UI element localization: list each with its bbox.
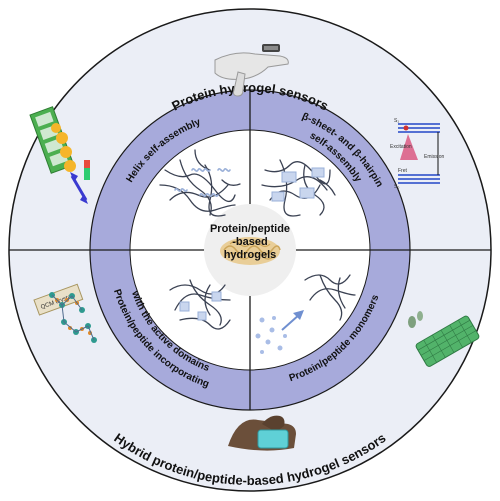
active-domain-network <box>169 279 231 330</box>
energy-fret: Fret <box>398 168 408 174</box>
qcm-illustration: QCM crystal <box>33 283 97 343</box>
green-sensor-illustration <box>408 311 480 367</box>
helix-network <box>159 149 241 217</box>
hydrogel-blob <box>220 237 281 265</box>
assembly-arrow-head <box>293 310 304 320</box>
beta-sheet-network <box>261 159 336 217</box>
center-label: Protein/peptide -based hydrogels <box>190 223 310 262</box>
energy-s1: S₁ <box>394 118 399 124</box>
energy-s0: S₀ <box>394 184 399 190</box>
energy-diagram: S₁ S₀ Excitation Emission Fret <box>390 118 445 190</box>
monomer-network <box>255 274 356 354</box>
hand-sensor-illustration <box>214 44 289 97</box>
arm-sensor-illustration <box>228 415 296 451</box>
energy-excitation: Excitation <box>390 144 412 150</box>
sensor-array-illustration <box>29 106 90 204</box>
center-label-line3: hydrogels <box>223 249 277 261</box>
center-label-line1: Protein/peptide <box>209 223 291 235</box>
energy-emission: Emission <box>424 154 445 160</box>
center-label-line2: -based <box>232 236 268 248</box>
